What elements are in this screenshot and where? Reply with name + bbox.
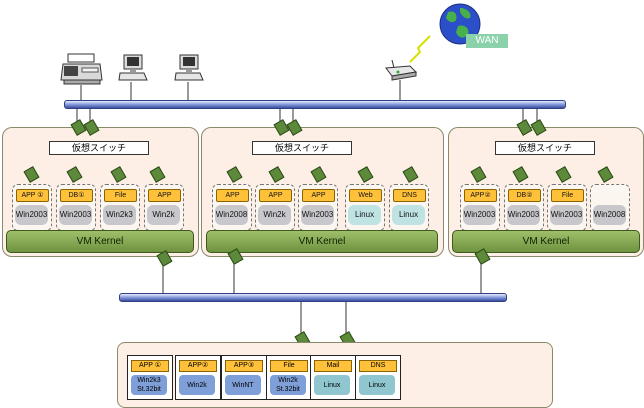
vm-tile[interactable]: DNS Linux [389,184,429,231]
vm-tile[interactable]: APP② Win2003 [460,184,500,231]
vm-os-label: Win2003 [59,205,92,225]
vm-tile[interactable]: DB① Win2003 [56,184,96,231]
lun-app-label: File [270,360,308,372]
vm-kernel: VM Kernel [452,230,640,253]
lun-app-label: DNS [359,360,397,372]
vm-app-label: APP ① [16,189,49,202]
vm-kernel: VM Kernel [206,230,438,253]
vm-tile[interactable]: File Win2k3 [100,184,140,231]
vm-os-label: Win2k [147,205,180,225]
vm-app-label: File [551,189,584,202]
lun-os-label: Linux [314,375,350,395]
lun-tile[interactable]: DNS Linux [355,355,401,400]
esx-host-3: 仮想スイッチ APP② Win2003 DB② Win2003 File Win… [448,127,644,257]
vm-app-label: APP② [464,189,497,202]
vm-os-label: Linux [348,205,381,225]
lun-app-label: APP③ [225,360,263,372]
vm-os-label: Win2003 [301,205,334,225]
vm-os-label: Win2008 [593,205,626,225]
virtual-switch: 仮想スイッチ [495,141,595,155]
esx-host-2: 仮想スイッチ APP Win2008 APP Win2k APP Win2003… [201,127,444,257]
lun-app-label: APP ① [131,360,169,372]
vm-os-label: Win2008 [215,205,248,225]
lun-app-label: Mail [314,360,352,372]
vm-os-label: Win2003 [507,205,540,225]
vm-app-label: APP [148,189,181,202]
vm-os-label: Win2k3 [103,205,136,225]
vm-app-label: Web [349,189,382,202]
vm-tile[interactable]: DB② Win2003 [504,184,544,231]
lun-tile[interactable]: APP② Win2k [175,355,221,400]
lun-tile[interactable]: APP③ WinNT [221,355,267,400]
lun-os-label: Win2k [179,375,215,395]
vm-os-label: Win2003 [15,205,48,225]
lun-tile[interactable]: Mail Linux [310,355,356,400]
vm-tile[interactable]: Win2008 [590,184,630,231]
vm-tile[interactable]: Web Linux [345,184,385,231]
vm-tile[interactable]: File Win2003 [547,184,587,231]
vm-app-label: APP [216,189,249,202]
vm-os-label: Win2003 [463,205,496,225]
vm-kernel: VM Kernel [6,230,194,253]
vm-tile[interactable]: APP ① Win2003 [12,184,52,231]
vm-tile[interactable]: APP Win2003 [298,184,338,231]
virtual-switch: 仮想スイッチ [49,141,149,155]
san-bus [119,293,507,302]
lun-app-label: APP② [179,360,217,372]
vm-tile[interactable]: APP Win2k [255,184,295,231]
pc-icon [174,54,204,81]
vm-app-label: DB① [60,189,93,202]
wan-label: WAN [466,34,508,48]
lan-bus [64,100,566,109]
vm-app-label: File [104,189,137,202]
vm-os-label: Linux [392,205,425,225]
vm-tile[interactable]: APP Win2008 [212,184,252,231]
lun-os-label: WinNT [225,375,261,395]
pc-icon [118,54,148,81]
vm-app-label: DNS [393,189,426,202]
vm-tile[interactable]: APP Win2k [144,184,184,231]
vm-app-label: DB② [508,189,541,202]
vm-os-label: Win2003 [550,205,583,225]
lun-os-label: Linux [359,375,395,395]
vm-app-label: APP [259,189,292,202]
vm-os-label: Win2k [258,205,291,225]
router-icon [385,59,418,81]
virtual-switch: 仮想スイッチ [252,141,352,155]
vm-app-label: APP [302,189,335,202]
esx-host-1: 仮想スイッチ APP ① Win2003 DB① Win2003 File Wi… [2,127,199,257]
printer-icon [60,53,103,85]
